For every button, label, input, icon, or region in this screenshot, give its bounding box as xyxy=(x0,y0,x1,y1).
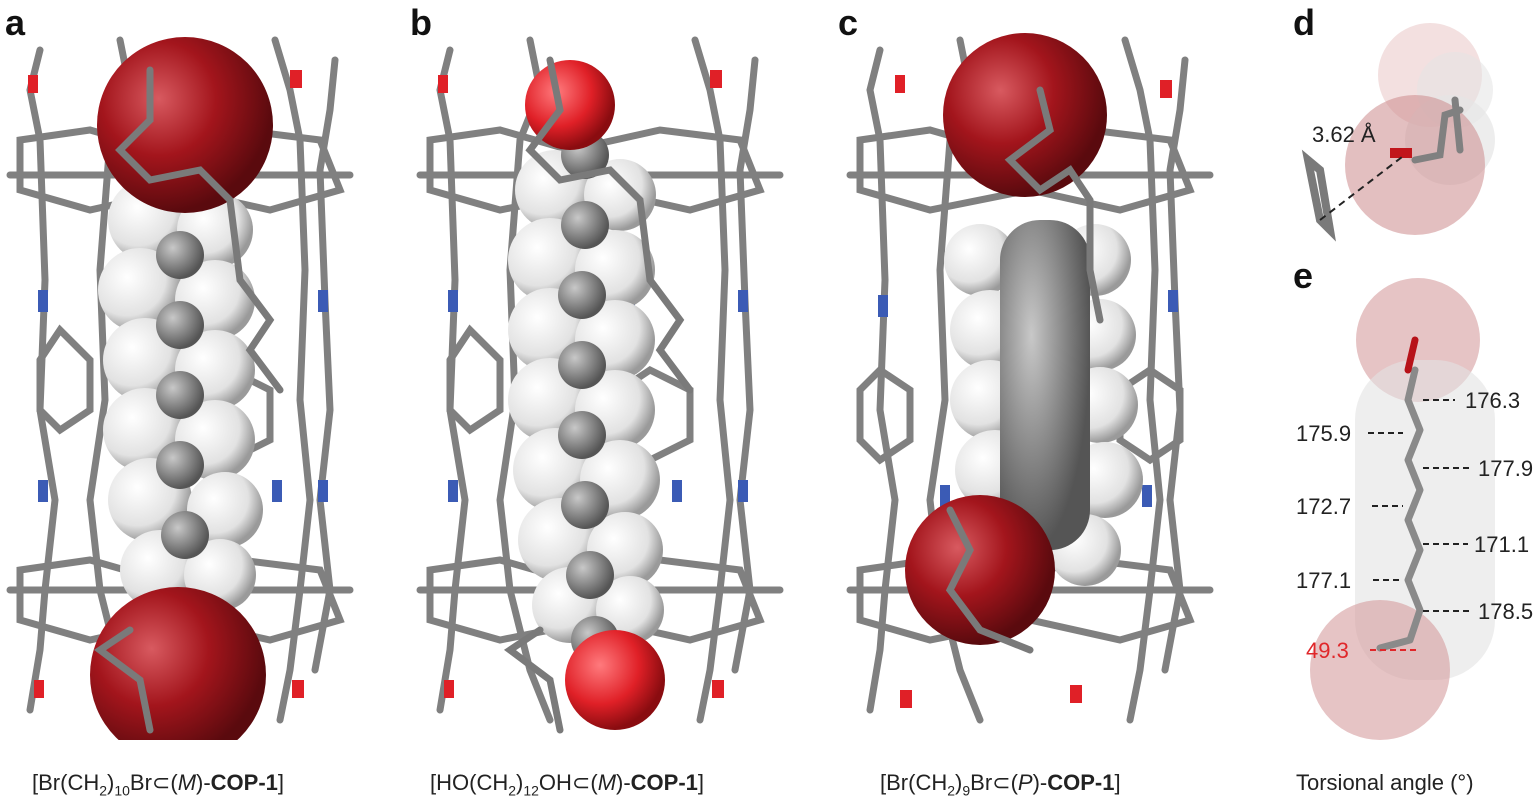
distance-label: 3.62 Å xyxy=(1312,122,1376,147)
caption-panel-a: [Br(CH2)10Br⊂(M)-COP-1] xyxy=(32,770,285,799)
distance-line xyxy=(1319,156,1403,221)
molecule-panel-b xyxy=(416,36,784,734)
panel-label-d: d xyxy=(1293,2,1315,43)
angle-right-2: 177.9 xyxy=(1478,456,1534,481)
angle-right-4: 178.5 xyxy=(1478,599,1534,624)
angle-left-3: 177.1 xyxy=(1296,568,1352,593)
angle-right-3: 171.1 xyxy=(1474,532,1530,557)
angle-left-1: 175.9 xyxy=(1296,421,1352,446)
angle-right-1: 176.3 xyxy=(1465,388,1521,413)
panel-label-e: e xyxy=(1293,255,1314,296)
panel-label-a: a xyxy=(5,2,26,43)
molecule-panel-d xyxy=(1301,23,1495,242)
molecule-panel-c xyxy=(846,33,1214,724)
caption-panel-e: Torsional angle (°) xyxy=(1296,770,1474,795)
angle-highlight: 49.3 xyxy=(1306,638,1349,663)
caption-panel-b: [HO(CH2)12OH⊂(M)-COP-1] xyxy=(430,770,705,799)
panel-label-c: c xyxy=(838,2,859,43)
caption-panel-c: [Br(CH2)9Br⊂(P)-COP-1] xyxy=(880,770,1121,799)
molecule-panel-e xyxy=(1310,278,1495,740)
panel-label-b: b xyxy=(410,2,432,43)
angle-left-2: 172.7 xyxy=(1296,494,1352,519)
molecule-panel-a xyxy=(6,36,354,740)
